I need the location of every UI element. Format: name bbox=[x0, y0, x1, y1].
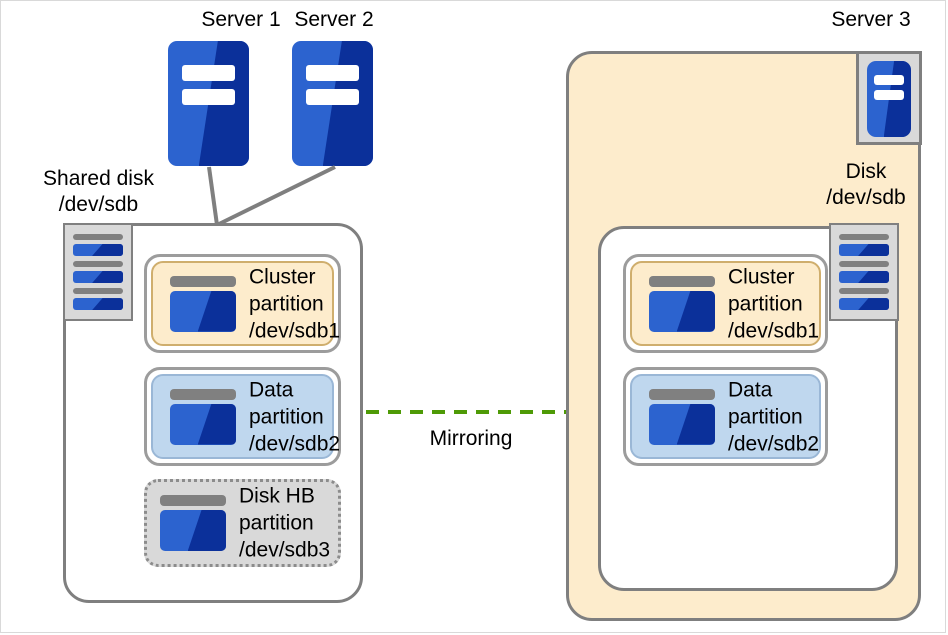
server2-icon bbox=[292, 41, 373, 166]
right-cluster-partition[interactable]: Cluster partition /dev/sdb1 bbox=[623, 254, 828, 353]
disk-unit-body bbox=[838, 298, 890, 311]
disk-unit-bar bbox=[72, 260, 124, 268]
disk-unit-bar bbox=[838, 287, 890, 295]
disk-unit-body bbox=[72, 298, 124, 311]
disk-unit-body bbox=[72, 271, 124, 284]
disk-unit bbox=[72, 287, 124, 311]
right-cluster-partition-label: Cluster partition /dev/sdb1 bbox=[728, 265, 820, 342]
server-icon-slot-2 bbox=[305, 88, 360, 105]
right-data-partition-body: Data partition /dev/sdb2 bbox=[630, 374, 821, 459]
partition-disk-icon bbox=[170, 388, 236, 445]
disk-unit bbox=[72, 260, 124, 284]
server3-icon-frame bbox=[856, 51, 922, 145]
partition-disk-icon bbox=[649, 275, 715, 332]
disk-unit-bar bbox=[838, 233, 890, 240]
left-data-partition[interactable]: Data partition /dev/sdb2 bbox=[144, 367, 341, 466]
left-cluster-partition-body: Cluster partition /dev/sdb1 bbox=[151, 261, 340, 346]
shared-disk-label: Shared disk /dev/sdb bbox=[43, 167, 154, 216]
left-data-partition-label: Data partition /dev/sdb2 bbox=[249, 378, 341, 455]
left-diskhb-partition-label: Disk HB partition /dev/sdb3 bbox=[239, 484, 331, 562]
server1-icon bbox=[168, 41, 249, 166]
server-icon-slot-2 bbox=[181, 88, 236, 105]
partition-disk-icon bbox=[170, 275, 236, 332]
disk-unit bbox=[838, 233, 890, 257]
right-cluster-partition-body: Cluster partition /dev/sdb1 bbox=[630, 261, 821, 346]
disk-unit bbox=[838, 260, 890, 284]
left-cluster-partition-label: Cluster partition /dev/sdb1 bbox=[249, 265, 341, 342]
server-icon-slot-2 bbox=[874, 89, 904, 100]
disk-unit bbox=[838, 287, 890, 311]
server-icon-slot-1 bbox=[181, 64, 236, 81]
mirroring-label: Mirroring bbox=[429, 427, 513, 450]
disk-unit-bar bbox=[72, 287, 124, 295]
disk-unit-body bbox=[838, 271, 890, 284]
server3-disk-stack-icon bbox=[829, 223, 899, 321]
server1-label: Server 1 bbox=[201, 8, 281, 31]
partition-disk-icon bbox=[649, 388, 715, 445]
server3-label: Server 3 bbox=[831, 8, 911, 31]
left-diskhb-partition[interactable]: Disk HB partition /dev/sdb3 bbox=[144, 479, 341, 567]
server3-disk-label: Disk /dev/sdb bbox=[826, 160, 906, 209]
server-icon-slot-1 bbox=[874, 75, 904, 86]
server-icon-slot-1 bbox=[305, 64, 360, 81]
shared-disk-stack-icon bbox=[63, 223, 133, 321]
disk-unit-body bbox=[838, 243, 890, 257]
server2-label: Server 2 bbox=[294, 8, 374, 31]
right-data-partition[interactable]: Data partition /dev/sdb2 bbox=[623, 367, 828, 466]
disk-unit bbox=[72, 233, 124, 257]
disk-unit-body bbox=[72, 243, 124, 257]
left-data-partition-body: Data partition /dev/sdb2 bbox=[151, 374, 340, 459]
partition-disk-icon bbox=[160, 495, 226, 551]
right-data-partition-label: Data partition /dev/sdb2 bbox=[728, 378, 820, 455]
server3-icon bbox=[867, 61, 911, 137]
disk-unit-bar bbox=[838, 260, 890, 268]
disk-unit-bar bbox=[72, 233, 124, 240]
left-cluster-partition[interactable]: Cluster partition /dev/sdb1 bbox=[144, 254, 341, 353]
